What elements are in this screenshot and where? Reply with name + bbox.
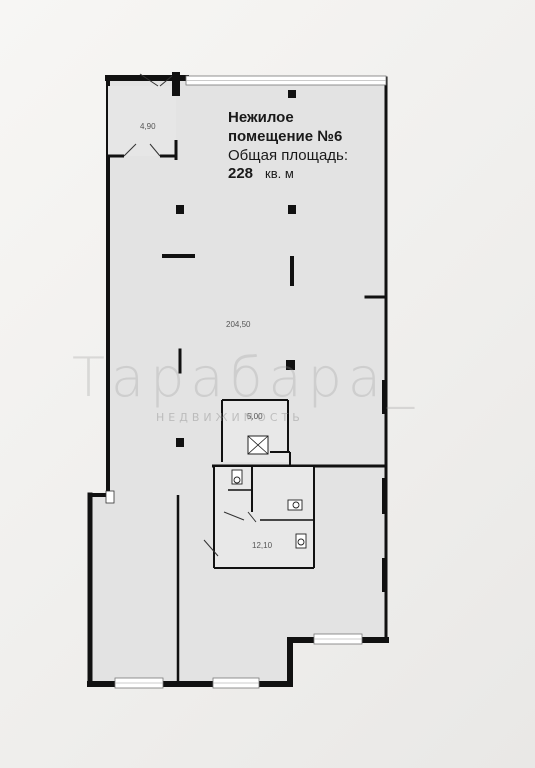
wc-block-walls bbox=[203, 466, 315, 569]
bottom-windows bbox=[114, 633, 363, 689]
title-block: Нежилое помещение №6 Общая площадь: 228 … bbox=[228, 108, 398, 182]
watermark-brand: Тарабара_ bbox=[72, 346, 420, 409]
room-label-main-hall: 204,50 bbox=[226, 320, 251, 329]
room-label-vestibule: 4,90 bbox=[140, 122, 156, 131]
total-area-unit: кв. м bbox=[265, 166, 294, 181]
total-area-value: 228 bbox=[228, 165, 254, 182]
title-line-3: Общая площадь: bbox=[228, 147, 349, 164]
interior-partitions bbox=[162, 254, 388, 592]
room-label-room-5: 5,00 bbox=[247, 412, 263, 421]
title-line-1: Нежилое bbox=[228, 109, 294, 126]
vestibule-walls bbox=[108, 72, 180, 160]
shower-icon bbox=[247, 435, 269, 455]
lower-partition bbox=[105, 490, 180, 684]
total-area: 228 кв. м bbox=[228, 165, 398, 182]
room-label-wc-block: 12,10 bbox=[252, 541, 273, 550]
top-window bbox=[185, 75, 387, 86]
toilet-icons bbox=[231, 469, 307, 549]
title-line-2: помещение №6 bbox=[228, 128, 343, 145]
watermark-tagline: НЕДВИЖИМОСТЬ bbox=[156, 411, 304, 424]
